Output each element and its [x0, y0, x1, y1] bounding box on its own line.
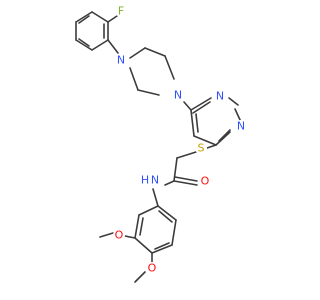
fluorophenyl-ring	[75, 11, 109, 51]
bond-nh-aryl	[152, 188, 159, 207]
sulfur-label: S	[198, 142, 205, 155]
bond-ring-fluorine	[107, 15, 118, 23]
piperazine-n-bottom-label: N	[174, 89, 182, 102]
bond-carbonyl-o-2	[174, 176, 198, 182]
pyrimidine-ring	[190, 97, 242, 146]
bond-carbonyl-o-1	[173, 180, 198, 186]
carbonyl-oxygen-label: O	[201, 175, 210, 188]
amide-n-label: N	[151, 174, 159, 187]
dimethoxyphenyl-ring	[134, 205, 177, 254]
bond-ring-methoxy-o-upper	[124, 235, 136, 239]
methoxy-oxygen-upper-label: O	[115, 229, 124, 242]
atom-pyrimidine-nitrogen-upper: N	[214, 90, 226, 103]
atom-pyrimidine-nitrogen-lower: N	[235, 120, 247, 133]
amide-h-label: H	[141, 174, 149, 187]
atom-amide-nitrogen: N H	[141, 174, 161, 187]
atom-piperazine-nitrogen-bottom: N	[172, 89, 184, 102]
piperazine-n-top-label: N	[117, 54, 125, 67]
piperazine-ring	[129, 47, 175, 96]
bond-sulfur-ch2	[176, 151, 197, 159]
fluorine-label: F	[118, 5, 124, 18]
atom-piperazine-nitrogen-top: N	[115, 54, 127, 67]
bond-methoxy-upper-ch3	[99, 232, 114, 238]
bond-piperazine-pyrimidine	[183, 101, 192, 111]
methoxy-oxygen-lower-label: O	[148, 262, 157, 275]
atom-fluorine: F	[115, 5, 127, 18]
atom-methoxy-oxygen-upper: O	[113, 229, 125, 242]
molecule-canvas: F N N N N S O N H	[75, 4, 247, 283]
pyrimidine-n-lower-label: N	[237, 120, 245, 133]
atom-carbonyl-oxygen: O	[199, 175, 211, 188]
atom-sulfur: S	[195, 142, 207, 155]
bond-carbonyl-nh	[164, 180, 175, 186]
bond-methoxy-lower-ch3	[134, 271, 146, 283]
pyrimidine-n-upper-label: N	[216, 90, 224, 103]
molecule-structure: F N N N N S O N H	[75, 5, 247, 283]
atom-methoxy-oxygen-lower: O	[146, 262, 158, 275]
bond-ring-piperazine	[107, 39, 119, 54]
